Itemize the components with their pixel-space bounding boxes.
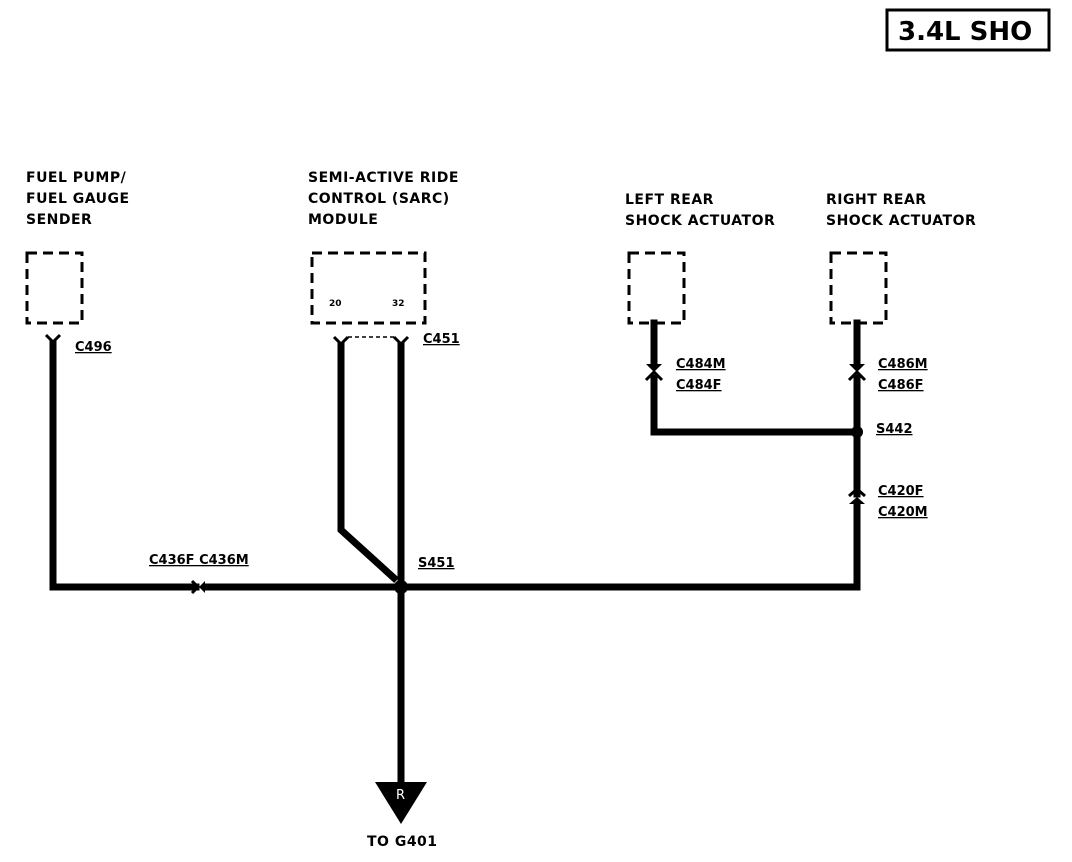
ground-arrow-label: R	[396, 788, 405, 803]
right-rear-actuator-label-line-1: RIGHT REAR	[826, 192, 927, 208]
s451-to-c420-wire	[397, 502, 861, 591]
fuel-pump-ground-wire	[49, 340, 200, 591]
c420m-label: C420M	[878, 505, 928, 520]
c486m-label: C486M	[878, 357, 928, 372]
ground-arrow-icon	[375, 782, 427, 824]
c486f-label: C486F	[878, 378, 924, 393]
c420m-pin-symbol	[849, 497, 865, 504]
left-rear-actuator-label: LEFT REAR SHOCK ACTUATOR	[625, 192, 775, 229]
sarc-module-label: SEMI-ACTIVE RIDE CONTROL (SARC) MODULE	[308, 170, 459, 228]
sarc-pin-20-wire	[337, 342, 399, 583]
sarc-module-box	[310, 251, 427, 325]
ground-destination-label: TO G401	[367, 834, 438, 850]
c436f-pin-symbol	[190, 579, 201, 595]
c484f-pin-symbol	[644, 369, 664, 382]
s442-label: S442	[876, 422, 913, 437]
right-rear-actuator-label-line-2: SHOCK ACTUATOR	[826, 213, 976, 229]
c436-label: C436F C436M	[149, 553, 249, 568]
c484m-pin-symbol	[646, 364, 662, 372]
c484m-label: C484M	[676, 357, 726, 372]
engine-badge-text: 3.4L SHO	[898, 17, 1032, 47]
c420f-label: C420F	[878, 484, 924, 499]
s451-label: S451	[418, 556, 455, 571]
sarc-module-label-line-2: CONTROL (SARC)	[308, 191, 450, 207]
c484f-label: C484F	[676, 378, 722, 393]
left-rear-actuator-label-line-1: LEFT REAR	[625, 192, 714, 208]
fuel-pump-label: FUEL PUMP/ FUEL GAUGE SENDER	[26, 170, 130, 228]
engine-badge-frame	[885, 8, 1051, 52]
right-rear-actuator-label: RIGHT REAR SHOCK ACTUATOR	[826, 192, 976, 229]
s442-splice-dot	[851, 426, 863, 438]
left-rear-actuator-label-line-2: SHOCK ACTUATOR	[625, 213, 775, 229]
fuel-pump-label-line-2: FUEL GAUGE	[26, 191, 130, 207]
sarc-module-label-line-1: SEMI-ACTIVE RIDE	[308, 170, 459, 186]
fuel-pump-box	[25, 251, 84, 325]
c420f-pin-symbol	[848, 487, 866, 498]
fuel-pump-label-line-1: FUEL PUMP/	[26, 170, 127, 186]
s442-to-left-rear-wire	[650, 374, 861, 436]
sarc-pin-32: 32	[392, 299, 405, 309]
c436m-pin-symbol	[199, 581, 205, 593]
s451-splice-dot	[394, 580, 408, 594]
c486f-pin-symbol	[847, 369, 867, 382]
engine-badge: 3.4L SHO	[885, 8, 1051, 52]
left-rear-actuator-box	[627, 251, 686, 325]
sarc-pin-20: 20	[329, 299, 342, 309]
fuel-pump-label-line-3: SENDER	[26, 212, 92, 228]
sarc-module-label-line-3: MODULE	[308, 212, 378, 228]
right-rear-actuator-box	[829, 251, 888, 325]
c451-label: C451	[423, 332, 460, 347]
c486m-pin-symbol	[849, 364, 865, 372]
c496-label: C496	[75, 340, 112, 355]
